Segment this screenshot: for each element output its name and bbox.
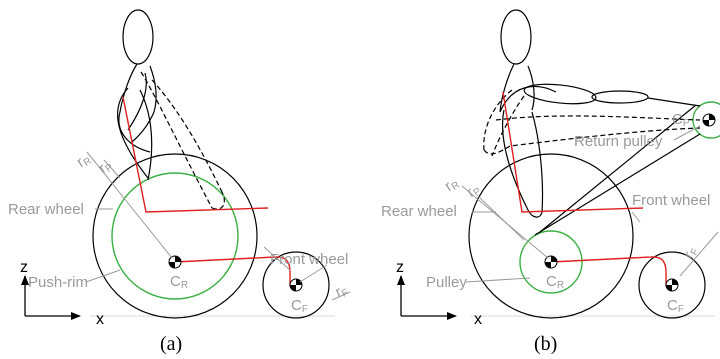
z-axis-label-a: z: [20, 259, 28, 276]
push-rim-a: [111, 172, 239, 300]
head-a: [122, 9, 154, 65]
radius-front-label-b: rF: [680, 243, 701, 262]
panel-a: Rear wheel Front wheel Push-rim CR CF rR…: [8, 9, 351, 355]
front-wheel-label-a: Front wheel: [270, 251, 348, 268]
push-rim-label-a: Push-rim: [28, 274, 88, 291]
rear-wheel-a: [92, 153, 258, 319]
head-b: [500, 9, 532, 65]
occupant-b: [499, 9, 701, 218]
center-front-label-b: CF: [667, 297, 684, 315]
front-wheel-label-b: Front wheel: [632, 192, 710, 209]
center-marker-front-a: [289, 278, 303, 292]
frame-b: [502, 91, 667, 286]
front-wheel-b: [638, 251, 706, 319]
caption-b: (b): [534, 333, 557, 355]
center-rear-label-b: CR: [546, 273, 564, 291]
forearm-b: [591, 90, 649, 104]
radius-rear-label-b: rR: [442, 174, 462, 196]
front-wheel-a: [262, 251, 330, 319]
axes-a: z x: [20, 259, 104, 328]
x-axis-label-b: x: [474, 311, 482, 328]
rear-wheel-label-a: Rear wheel: [8, 201, 84, 218]
center-rear-label-a: CR: [170, 273, 188, 291]
occupant-alt-b: [483, 89, 701, 157]
center-marker-pulley-b: [702, 113, 716, 127]
occupant-a: [117, 9, 157, 181]
frame-a: [122, 96, 291, 286]
return-pulley-label-b: Return pulley: [574, 133, 663, 150]
pulley-b: [519, 230, 583, 294]
center-marker-rear-b: [544, 255, 558, 269]
rear-wheel-label-b: Rear wheel: [381, 203, 457, 220]
return-pulley-b: [692, 101, 720, 139]
center-marker-front-b: [665, 278, 679, 292]
radius-rear-label-a: rR: [74, 150, 94, 172]
z-axis-label-b: z: [396, 259, 404, 276]
radius-front-label-a: rF: [333, 281, 351, 302]
center-front-label-a: CF: [291, 297, 308, 315]
x-axis-label-a: x: [96, 311, 104, 328]
panel-b: Rear wheel Front wheel Pulley Return pul…: [381, 9, 720, 355]
center-pulley-label-b: CP: [672, 111, 690, 129]
occupant-alt-a: [140, 71, 225, 210]
upper-arm-b: [523, 83, 597, 105]
radius-push-label-a: rP: [96, 156, 116, 178]
caption-a: (a): [160, 333, 182, 355]
leaders-a: [85, 151, 351, 301]
leaders-b: [461, 125, 719, 283]
axes-b: z x: [396, 259, 482, 328]
pulley-label-b: Pulley: [426, 274, 467, 291]
rear-wheel-b: [468, 153, 634, 319]
center-marker-rear-a: [168, 255, 182, 269]
